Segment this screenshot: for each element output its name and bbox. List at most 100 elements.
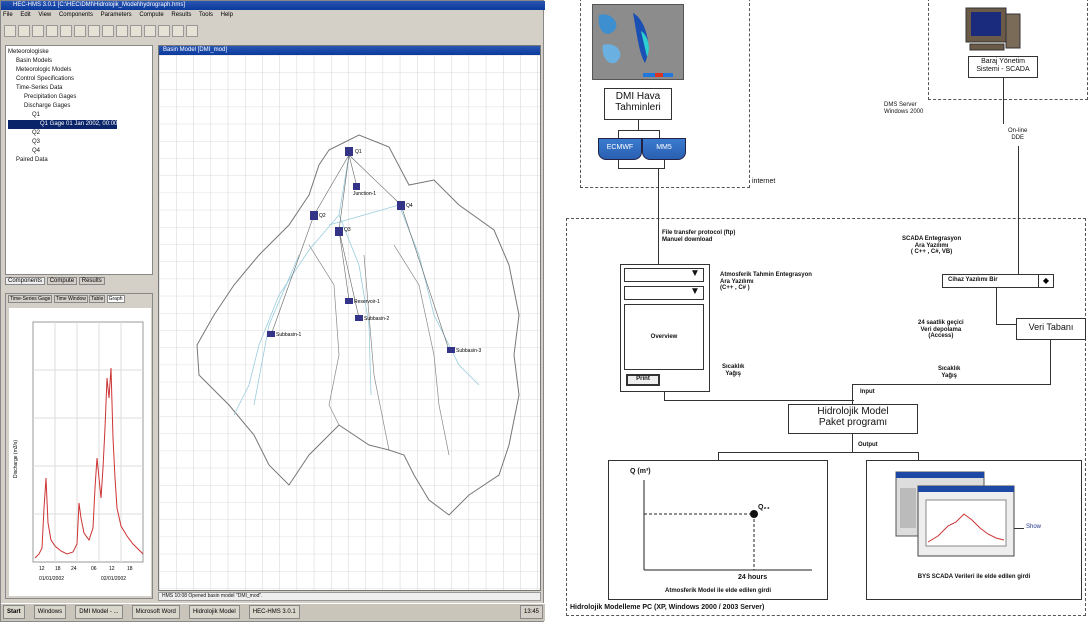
menu-help[interactable]: Help [220, 12, 233, 18]
node-subbasin-1[interactable]: Subbasin-1 [267, 331, 302, 338]
compute-icon[interactable] [144, 25, 156, 37]
scada-system-box [968, 56, 1038, 78]
internet-label: internet [752, 178, 776, 185]
node-junction-1[interactable]: Junction-1 [353, 183, 376, 197]
x-date: 02/01/2002 [101, 576, 126, 582]
menu-view[interactable]: View [38, 12, 52, 18]
node-q2[interactable]: Q2 [310, 211, 326, 220]
subtab-graph[interactable]: Graph [106, 295, 125, 303]
menu-tools[interactable]: Tools [198, 12, 213, 18]
pointer-icon[interactable] [60, 25, 72, 37]
database-box [1016, 318, 1086, 340]
reach-tool-icon[interactable] [102, 25, 114, 37]
atm-dropdown-2[interactable] [624, 286, 704, 300]
tree-item[interactable]: Q2 [32, 130, 41, 136]
svg-text:Subbasin-1: Subbasin-1 [276, 332, 302, 338]
atm-dropdown-1[interactable] [624, 268, 704, 282]
scada-computer-icon [960, 4, 1024, 54]
atm-output-panel [608, 460, 828, 600]
tree-item[interactable]: Q3 [32, 139, 41, 145]
tab-components[interactable]: Components [5, 277, 46, 285]
start-button[interactable]: Start [3, 605, 25, 619]
svg-text:Junction-1: Junction-1 [353, 191, 376, 197]
file-transfer-label: File transfer protocol (ftp) Manuel down… [662, 230, 736, 243]
tree-item[interactable]: Q1 [32, 112, 41, 118]
node-q3[interactable]: Q3 [335, 227, 351, 236]
graph-subtabs: Time-Series Gage Time Window Table Graph [8, 295, 125, 303]
node-subbasin-2[interactable]: Subbasin-2 [355, 315, 390, 322]
chevron-down-icon: ▼ [690, 286, 700, 297]
print-button[interactable] [626, 374, 660, 386]
tab-compute[interactable]: Compute [46, 277, 78, 285]
node-subbasin-3[interactable]: Subbasin-3 [447, 347, 482, 354]
taskbar-item[interactable]: DMI Model - ... [75, 605, 123, 619]
subtab-gage[interactable]: Time-Series Gage [8, 295, 53, 303]
tree-item[interactable]: Q4 [32, 148, 41, 154]
print-icon[interactable] [46, 25, 58, 37]
input-label: Input [860, 389, 875, 395]
canvas-title: Basin Model [DMI_mod] [163, 47, 228, 53]
taskbar-item[interactable]: Windows [33, 605, 67, 619]
node-reservoir-1[interactable]: Reservoir-1 [345, 298, 380, 305]
results-icon[interactable] [158, 25, 170, 37]
x-tick: 18 [55, 566, 61, 572]
q24-point [750, 510, 758, 518]
tree-item[interactable]: Meteorologic Models [16, 67, 72, 73]
svg-text:Q2: Q2 [319, 213, 326, 219]
new-icon[interactable] [4, 25, 16, 37]
tree-item[interactable]: Meteorologiske [8, 49, 49, 55]
menu-compute[interactable]: Compute [139, 12, 164, 18]
hydro-model-box [788, 404, 918, 434]
scada-integration-label: SCADA Entegrasyon Ara Yazılımı ( C++ , C… [902, 236, 962, 256]
taskbar-item[interactable]: Microsoft Word [131, 605, 180, 619]
tree-item[interactable]: Precipitation Gages [24, 94, 77, 100]
ecmwf-box [598, 138, 642, 160]
menu-components[interactable]: Components [58, 12, 93, 18]
scada-region [928, 0, 1088, 100]
reservoir-tool-icon[interactable] [130, 25, 142, 37]
tree-item[interactable]: Time-Series Data [16, 85, 63, 91]
subbasin-tool-icon[interactable] [88, 25, 100, 37]
node-q1[interactable]: Q1 [345, 147, 362, 156]
tree-item[interactable]: Paired Data [16, 157, 48, 163]
mm5-label: MM5 [656, 144, 672, 151]
x-tick: 06 [91, 566, 97, 572]
output-label: Output [858, 442, 878, 448]
save-icon[interactable] [32, 25, 44, 37]
menu-file[interactable]: File [3, 12, 13, 18]
zoom-icon[interactable] [74, 25, 86, 37]
q24-label: Q₂₄ [758, 504, 770, 511]
open-icon[interactable] [18, 25, 30, 37]
graph-icon[interactable] [172, 25, 184, 37]
mm5-box [642, 138, 686, 160]
node-q4[interactable]: Q4 [397, 201, 413, 210]
basin-map[interactable]: Q1 Junction-1 Q2 Q3 Q4 Reservoir-1 Subba… [159, 55, 540, 590]
subtab-table[interactable]: Table [89, 295, 106, 303]
x-tick: 12 [109, 566, 115, 572]
tree-item-selected[interactable]: Q1 Gage 01 Jan 2002, 00:00 [8, 120, 118, 129]
menu-results[interactable]: Results [171, 12, 192, 18]
subtab-time-window[interactable]: Time Window [53, 295, 88, 303]
tab-results[interactable]: Results [78, 277, 105, 285]
junction-tool-icon[interactable] [116, 25, 128, 37]
tree-item[interactable]: Basin Models [16, 58, 53, 64]
x-tick: 18 [127, 566, 133, 572]
show-label: Show [1026, 524, 1042, 530]
watershed-boundary [196, 134, 520, 516]
menu-parameters[interactable]: Parameters [100, 12, 132, 18]
taskbar: Start Windows DMI Model - ... Microsoft … [1, 603, 545, 621]
taskbar-item[interactable]: HEC-HMS 3.0.1 [248, 605, 300, 619]
tree-item[interactable]: Discharge Gages [24, 103, 71, 109]
dmi-region [580, 0, 750, 188]
svg-text:Q4: Q4 [406, 203, 413, 209]
architecture-diagram: DMI Hava Tahminleri ECMWF MM5 internet B… [562, 0, 1089, 622]
taskbar-item[interactable]: Hidrolojik Model [188, 605, 240, 619]
menu-edit[interactable]: Edit [20, 12, 31, 18]
internet-link [658, 168, 659, 264]
chevron-down-icon: ◆ [1038, 274, 1054, 288]
table-icon[interactable] [186, 25, 198, 37]
temp-rain-left: Sıcaklık Yağış [722, 364, 745, 377]
chevron-down-icon: ▼ [690, 268, 700, 279]
pc-footer-label: Hidrolojik Modelleme PC (XP, Windows 200… [570, 604, 765, 611]
tree-item[interactable]: Control Specifications [16, 76, 75, 82]
